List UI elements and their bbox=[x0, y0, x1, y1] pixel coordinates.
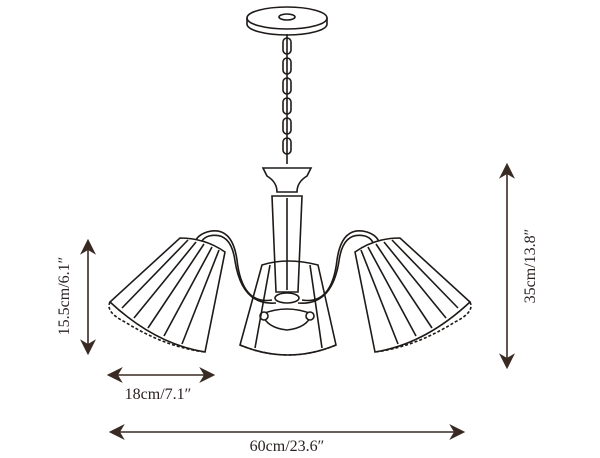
center-shade bbox=[239, 260, 337, 356]
left-shade bbox=[108, 237, 226, 353]
right-shade bbox=[354, 237, 472, 353]
ceiling-canopy bbox=[246, 6, 328, 36]
total-width-label: 60cm/23.6″ bbox=[249, 438, 325, 455]
shade-width-label: 18cm/7.1″ bbox=[124, 386, 192, 403]
shade-height-label: 15.5cm/6.1″ bbox=[56, 256, 73, 336]
center-body bbox=[259, 167, 315, 331]
total-height-label: 35cm/13.8″ bbox=[522, 228, 539, 304]
chain bbox=[282, 34, 292, 164]
